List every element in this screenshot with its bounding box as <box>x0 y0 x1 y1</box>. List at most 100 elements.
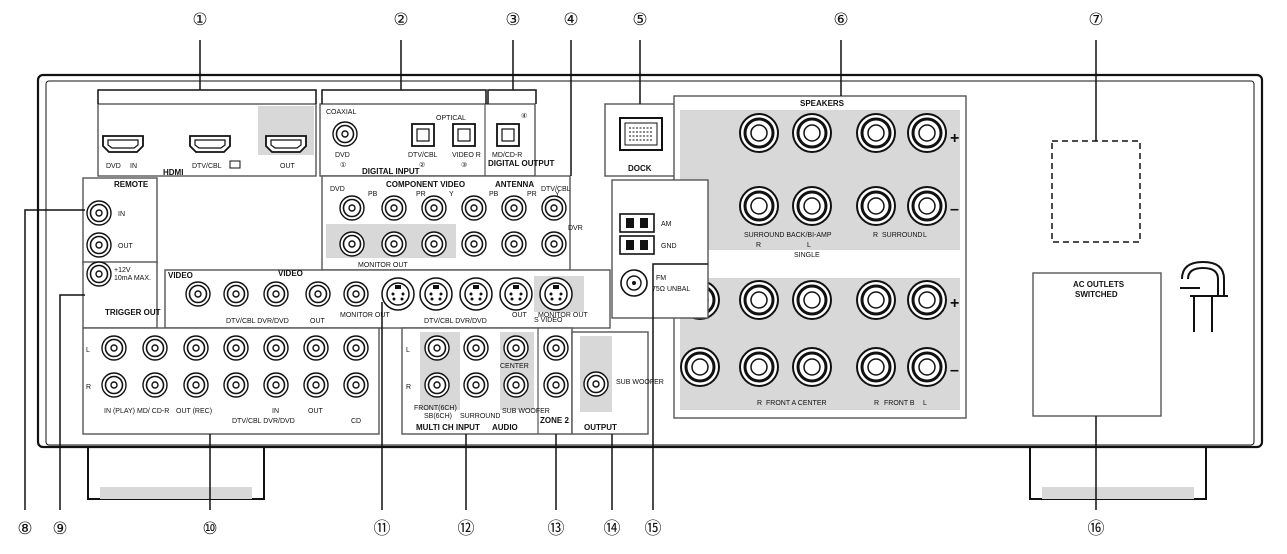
coax-index: ① <box>340 161 346 169</box>
video-heading: VIDEO <box>278 269 303 278</box>
aud-cd-label: CD <box>351 418 361 425</box>
opt-md-label: MD/CD-R <box>492 152 522 159</box>
audio-label: AUDIO <box>492 423 518 432</box>
hdmi-panel: DVD IN DTV/CBL OUT HDMI <box>97 103 317 177</box>
ac-outlets-label: AC OUTLETS <box>1073 280 1125 289</box>
callout-5: ⑤ <box>632 10 647 30</box>
power-cord <box>1180 260 1228 332</box>
aud-in-play-label: IN (PLAY) <box>104 408 135 415</box>
callout-4: ④ <box>563 10 578 30</box>
hdmi-dtv-label: DTV/CBL <box>192 163 222 170</box>
comp-pr-1: PR <box>416 191 426 198</box>
mc-r-mark: R <box>406 384 411 391</box>
antenna-label: ANTENNA <box>495 180 534 189</box>
callout-3: ③ <box>505 10 520 30</box>
aud-out-rec-label: OUT (REC) <box>176 408 212 415</box>
front-b-label: FRONT B <box>884 400 915 407</box>
comp-monitor-out-label: MONITOR OUT <box>358 262 408 269</box>
dock-panel: DOCK <box>604 103 678 177</box>
comp-y-1: Y <box>449 191 454 198</box>
comp-pr-2: PR <box>527 191 537 198</box>
trigger-out-label: TRIGGER OUT <box>105 308 161 317</box>
switched-label: SWITCHED <box>1075 290 1118 299</box>
optical-label: OPTICAL <box>436 115 466 122</box>
sb-r-mark: R <box>756 242 761 249</box>
subwoofer-output-panel: SUB WOOFER OUTPUT <box>571 331 664 435</box>
audio-panel: L R IN (PLAY) MD/ CD-R OUT (REC) DTV/CBL… <box>82 327 380 435</box>
trigger-panel: +12V 10mA MAX. TRIGGER OUT <box>82 261 161 329</box>
front-a-center-label: FRONT A CENTER <box>766 400 827 407</box>
sur-l-mark: L <box>923 232 927 239</box>
aud-out-label: OUT <box>308 408 324 415</box>
opt-index-4: ④ <box>521 112 527 120</box>
video-out-label: OUT <box>310 318 326 325</box>
hdmi-dvd-label: DVD <box>106 163 121 170</box>
fm-label: FM <box>656 275 666 282</box>
component-video-panel: COMPONENT VIDEO DVD DTV/CBL PB PR Y PB P… <box>321 175 583 271</box>
callout-16: ⑯ <box>1088 519 1105 539</box>
multi-ch-input-panel: L R FRONT(6CH) SB(6CH) SURROUND CENTER S… <box>401 327 588 435</box>
remote-out-jack <box>86 232 112 258</box>
svideo-monitor-label: MONITOR OUT <box>538 312 588 319</box>
ac-outlets-panel: AC OUTLETS SWITCHED <box>1032 272 1162 417</box>
audio-r-mark: R <box>86 384 91 391</box>
remote-panel: REMOTE IN OUT <box>82 177 158 265</box>
video-panel: VIDEO VIDEO S VIDEO DTV/CBL DVR/DVD OUT … <box>164 269 611 329</box>
comp-dvd-label: DVD <box>330 186 345 193</box>
trigger-12v-label: +12V <box>114 267 131 274</box>
chassis-inner <box>45 80 1255 446</box>
component-video-label: COMPONENT VIDEO <box>386 180 465 189</box>
plus-sign-top: + <box>950 130 959 147</box>
coaxial-label: COAXIAL <box>326 109 356 116</box>
speakers-panel: SPEAKERS SURROUND BACK/BI-AMP R L SINGLE… <box>673 95 967 419</box>
optical-out-jack <box>496 123 520 147</box>
gnd-terminal <box>619 235 655 255</box>
callout-14: ⑭ <box>604 519 621 539</box>
remote-in-jack <box>86 200 112 226</box>
hdmi-out <box>265 135 307 153</box>
output-label: OUTPUT <box>584 423 617 432</box>
callout-11: ⑪ <box>374 519 391 539</box>
callout-12: ⑫ <box>458 519 475 539</box>
remote-out-label: OUT <box>118 243 134 250</box>
hdmi-label: HDMI <box>163 168 183 177</box>
mc-sb-label: SB(6CH) <box>424 413 452 420</box>
fb-l-mark: L <box>923 400 927 407</box>
callout-2: ② <box>393 10 408 30</box>
coax-dvd-label: DVD <box>335 152 350 159</box>
minus-sign-top: – <box>950 201 959 218</box>
hdmi-out-label: OUT <box>280 163 296 170</box>
callout-13: ⑬ <box>548 519 565 539</box>
aud-dtv-dvr-label: DTV/CBL DVR/DVD <box>232 418 295 425</box>
video-monitor-out-label: MONITOR OUT <box>340 312 390 319</box>
mc-l-mark: L <box>406 347 410 354</box>
video-row-label: VIDEO <box>168 271 193 280</box>
opt-vcd-label: VIDEO R <box>452 152 481 159</box>
digital-output-label: DIGITAL OUTPUT <box>488 159 554 168</box>
aud-in-label: IN <box>272 408 279 415</box>
aud-md-label: MD/ CD-R <box>137 408 169 415</box>
single-label: SINGLE <box>794 252 820 259</box>
comp-dvr-label: DVR <box>568 225 583 232</box>
hdmi-in-1 <box>102 135 144 153</box>
speakers-label: SPEAKERS <box>800 99 845 108</box>
svideo-out-label: OUT <box>512 312 528 319</box>
fb-r-mark: R <box>874 400 879 407</box>
callout-1: ① <box>192 10 207 30</box>
remote-in-label: IN <box>118 211 125 218</box>
audio-l-mark: L <box>86 347 90 354</box>
mc-sub-label: SUB WOOFER <box>502 408 550 415</box>
am-terminal <box>619 213 655 233</box>
am-label: AM <box>661 221 672 228</box>
digital-io-panel: COAXIAL DVD ① OPTICAL DTV/CBL VIDEO R MD… <box>319 103 554 177</box>
plus-sign-bottom: + <box>950 295 959 312</box>
minus-sign-bottom: – <box>950 362 959 379</box>
surround-back-label: SURROUND BACK/BI-AMP <box>744 232 832 239</box>
remote-label: REMOTE <box>114 180 149 189</box>
comp-pb-1: PB <box>368 191 378 198</box>
sub-woofer-label: SUB WOOFER <box>616 379 664 386</box>
antenna-panel: ANTENNA AM GND FM 75Ω UNBAL <box>495 179 709 319</box>
